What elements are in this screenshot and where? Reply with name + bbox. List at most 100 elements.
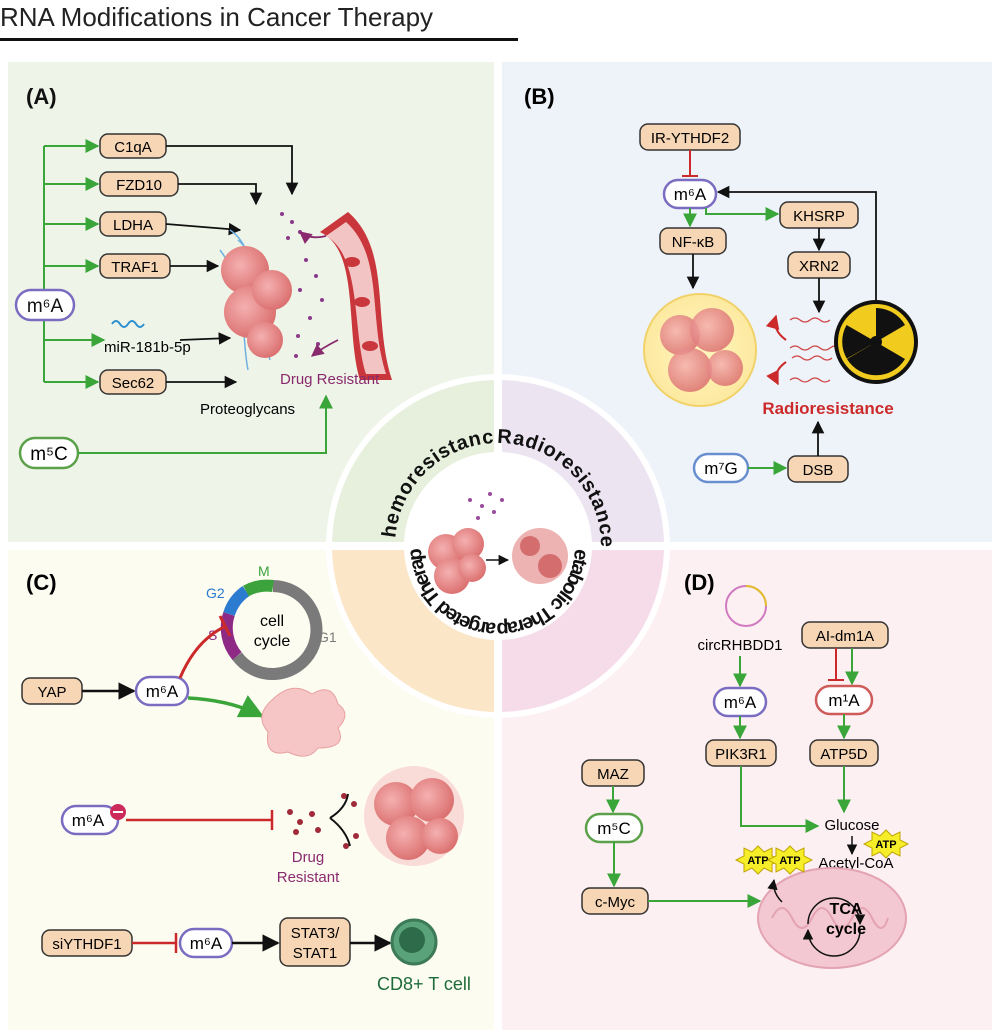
aidm1a-node: AI-dm1A [801, 621, 889, 649]
c1qa-node: C1qA [99, 133, 167, 159]
drug-resistant-label: Drug Resistant [280, 371, 380, 388]
svg-text:ATP: ATP [875, 839, 896, 851]
fzd10-node: FZD10 [99, 171, 179, 197]
m6a-node-b: m⁶A [662, 178, 718, 210]
svg-text:m⁶A: m⁶A [146, 682, 179, 701]
svg-text:YAP: YAP [38, 684, 67, 701]
phase-m: M [258, 563, 270, 579]
radiation-icon [834, 300, 918, 384]
svg-text:miR-181b-5p: miR-181b-5p [104, 339, 191, 356]
cell-cycle-ring [220, 579, 323, 680]
m5c-node-a: m⁵C [18, 436, 80, 470]
svg-text:siYTHDF1: siYTHDF1 [52, 936, 121, 953]
svg-text:Sec62: Sec62 [112, 375, 155, 392]
svg-text:m⁶A: m⁶A [72, 811, 105, 830]
tumor-b [643, 293, 757, 407]
svg-text:AI-dm1A: AI-dm1A [816, 628, 874, 645]
svg-text:KHSRP: KHSRP [793, 208, 845, 225]
resistant-label-c: Resistant [277, 869, 340, 886]
cmyc-node: c-Myc [581, 887, 649, 915]
aidm1a-inhibit [828, 648, 844, 681]
svg-text:c-Myc: c-Myc [595, 894, 635, 911]
tca-label-1: TCA [830, 901, 863, 918]
sec62-node: Sec62 [99, 369, 167, 395]
m1a-node: m¹A [814, 684, 874, 716]
pik3r1-to-glucose [740, 766, 820, 833]
radiation-waves [789, 317, 841, 383]
siythdf1-node: siYTHDF1 [41, 929, 133, 957]
svg-text:IR-YTHDF2: IR-YTHDF2 [651, 130, 729, 147]
si-inhibit [132, 933, 178, 953]
maz-node: MAZ [581, 759, 645, 787]
page-title: RNA Modifications in Cancer Therapy [0, 2, 434, 32]
svg-text:m⁵C: m⁵C [597, 819, 631, 838]
svg-text:TRAF1: TRAF1 [111, 259, 159, 276]
m6a-node-c3: m⁶A [178, 927, 234, 959]
ir-inhibit-line [682, 150, 698, 177]
svg-text:ATP5D: ATP5D [820, 746, 867, 763]
drug-deflect [329, 793, 351, 847]
cd8-tcell-icon [390, 918, 438, 966]
panel-a-label: (A) [26, 84, 57, 109]
circ-label: circRHBDD1 [697, 637, 782, 654]
svg-text:NF-κB: NF-κB [672, 234, 715, 251]
m6a-green-arrow [187, 695, 265, 718]
traf1-node: TRAF1 [99, 253, 171, 279]
svg-text:m⁶A: m⁶A [724, 693, 757, 712]
tca-label-2: cycle [826, 921, 866, 938]
svg-text:MAZ: MAZ [597, 766, 629, 783]
cell-cycle-label-2: cycle [254, 633, 291, 650]
drug-return-arrow-2 [311, 339, 339, 357]
m6a-inhibit-drug [126, 810, 274, 830]
dying-cells [261, 687, 346, 757]
panel-a-black-arrows [165, 145, 299, 389]
ir-ythdf2-node: IR-YTHDF2 [639, 123, 741, 151]
svg-text:LDHA: LDHA [113, 217, 153, 234]
phase-g1: G1 [318, 629, 337, 645]
panel-b-label: (B) [524, 84, 555, 109]
radio-arrow-down [766, 361, 787, 386]
panel-c-label: (C) [26, 570, 57, 595]
m6a-node-c1: m⁶A [134, 675, 190, 707]
title-underline [0, 38, 518, 41]
svg-text:XRN2: XRN2 [799, 258, 839, 275]
radioresistance-label: Radioresistance [762, 399, 893, 418]
svg-text:ATP: ATP [747, 855, 768, 867]
ldha-node: LDHA [99, 211, 167, 237]
svg-text:m⁶A: m⁶A [190, 934, 223, 953]
m5c-arrow-a [78, 394, 333, 454]
m7g-node: m⁷G [692, 452, 750, 484]
glucose-label: Glucose [824, 817, 879, 834]
nfkb-node: NF-κB [659, 227, 727, 255]
svg-text:m¹A: m¹A [828, 691, 860, 710]
cd8-label: CD8+ T cell [377, 974, 471, 994]
svg-text:STAT1: STAT1 [293, 945, 337, 962]
m6a-node-d: m⁶A [712, 686, 768, 718]
atp-burst-3: ATP [862, 829, 910, 859]
m6a-to-khsrp [705, 207, 780, 221]
drug-label-c: Drug [292, 849, 325, 866]
panel-d-label: (D) [684, 570, 715, 595]
m6a-inhibit-bar [218, 615, 232, 637]
svg-text:FZD10: FZD10 [116, 177, 162, 194]
yap-node: YAP [21, 677, 83, 705]
phase-g2: G2 [206, 585, 225, 601]
atp-burst-1: ATP [734, 845, 782, 875]
mito-to-atp [767, 878, 783, 903]
center-cells [428, 492, 568, 594]
khsrp-node: KHSRP [779, 201, 859, 229]
cell-cycle-label-1: cell [260, 613, 284, 630]
tumor-cells-a [219, 229, 292, 371]
dsb-node: DSB [787, 455, 849, 483]
atp-burst-2: ATP [766, 845, 814, 875]
svg-text:ATP: ATP [779, 855, 800, 867]
circrna-arc [745, 585, 767, 607]
pik3r1-node: PIK3R1 [705, 739, 777, 767]
svg-text:m⁶A: m⁶A [674, 185, 707, 204]
resistant-tumor-c [364, 766, 464, 866]
mitochondrion-icon [757, 867, 907, 969]
svg-text:m⁶A: m⁶A [27, 296, 64, 317]
mirna-node: miR-181b-5p [104, 320, 191, 356]
drug-particles-c [287, 793, 359, 849]
